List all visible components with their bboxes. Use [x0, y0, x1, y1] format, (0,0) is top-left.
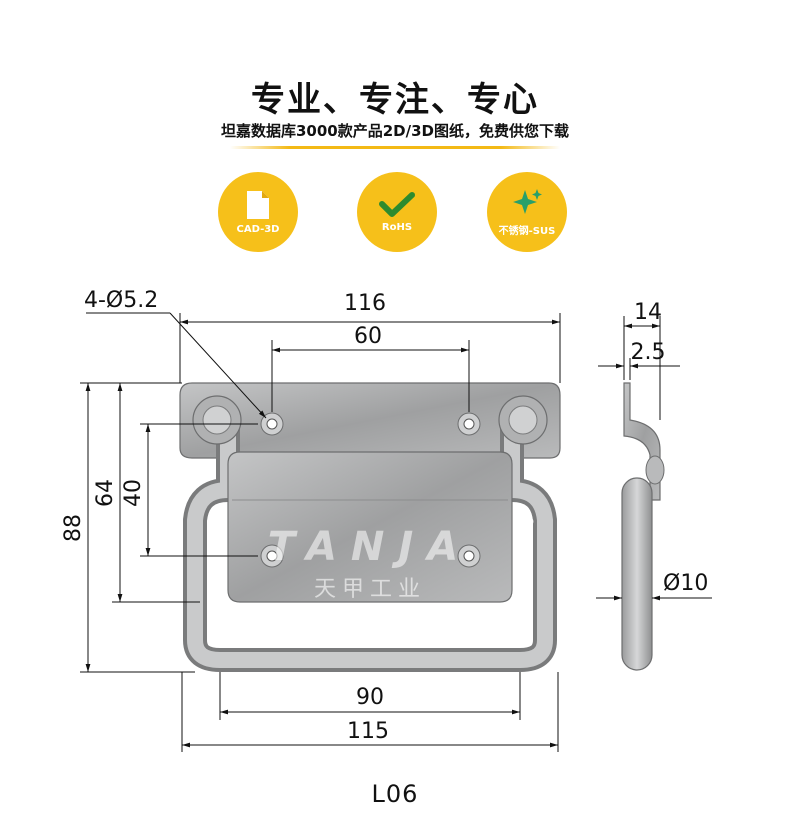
grip-plate	[227, 451, 513, 603]
thickness-2-5-label: 2.5	[631, 340, 666, 365]
handle-front-view: TANJA 天甲工业 ®	[179, 382, 561, 672]
accent-divider	[230, 146, 560, 149]
handle-side-view	[621, 382, 665, 671]
spacing-40-label: 40	[121, 479, 146, 507]
checkmark-icon	[379, 191, 415, 217]
outer-115-label: 115	[347, 719, 389, 744]
rohs-badge: RoHS	[357, 172, 437, 252]
cad-3d-badge: CAD-3D	[218, 172, 298, 252]
registered-mark: ®	[523, 515, 535, 529]
inner-90-label: 90	[356, 685, 384, 710]
watermark-brand: TANJA	[268, 524, 472, 570]
back-plate	[179, 382, 561, 459]
depth-14-label: 14	[634, 300, 662, 325]
document-icon	[247, 190, 269, 219]
dimension-lines	[80, 312, 561, 752]
stainless-steel-badge: 不锈钢-SUS	[487, 172, 567, 252]
headline: 专业、专注、专心	[251, 80, 539, 120]
width-116-label: 116	[344, 291, 386, 316]
sparkle-icon	[513, 188, 542, 214]
badge-label: 不锈钢-SUS	[498, 225, 556, 237]
side-rod	[621, 477, 653, 671]
rod-diameter-label: Ø10	[663, 571, 708, 596]
side-dimension-lines	[596, 316, 712, 601]
spacing-60-label: 60	[354, 324, 382, 349]
badge-label: RoHS	[381, 221, 413, 233]
watermark-company: 天甲工业	[314, 577, 426, 602]
badge-label: CAD-3D	[236, 223, 280, 235]
model-number: L06	[371, 780, 419, 808]
subline: 坦嘉数据库3000款产品2D/3D图纸，免费供您下载	[220, 122, 569, 140]
holes-dimension-label: 4-Ø5.2	[84, 288, 158, 313]
height-64-label: 64	[93, 479, 118, 507]
mounting-holes	[260, 412, 481, 568]
height-88-label: 88	[61, 514, 86, 542]
